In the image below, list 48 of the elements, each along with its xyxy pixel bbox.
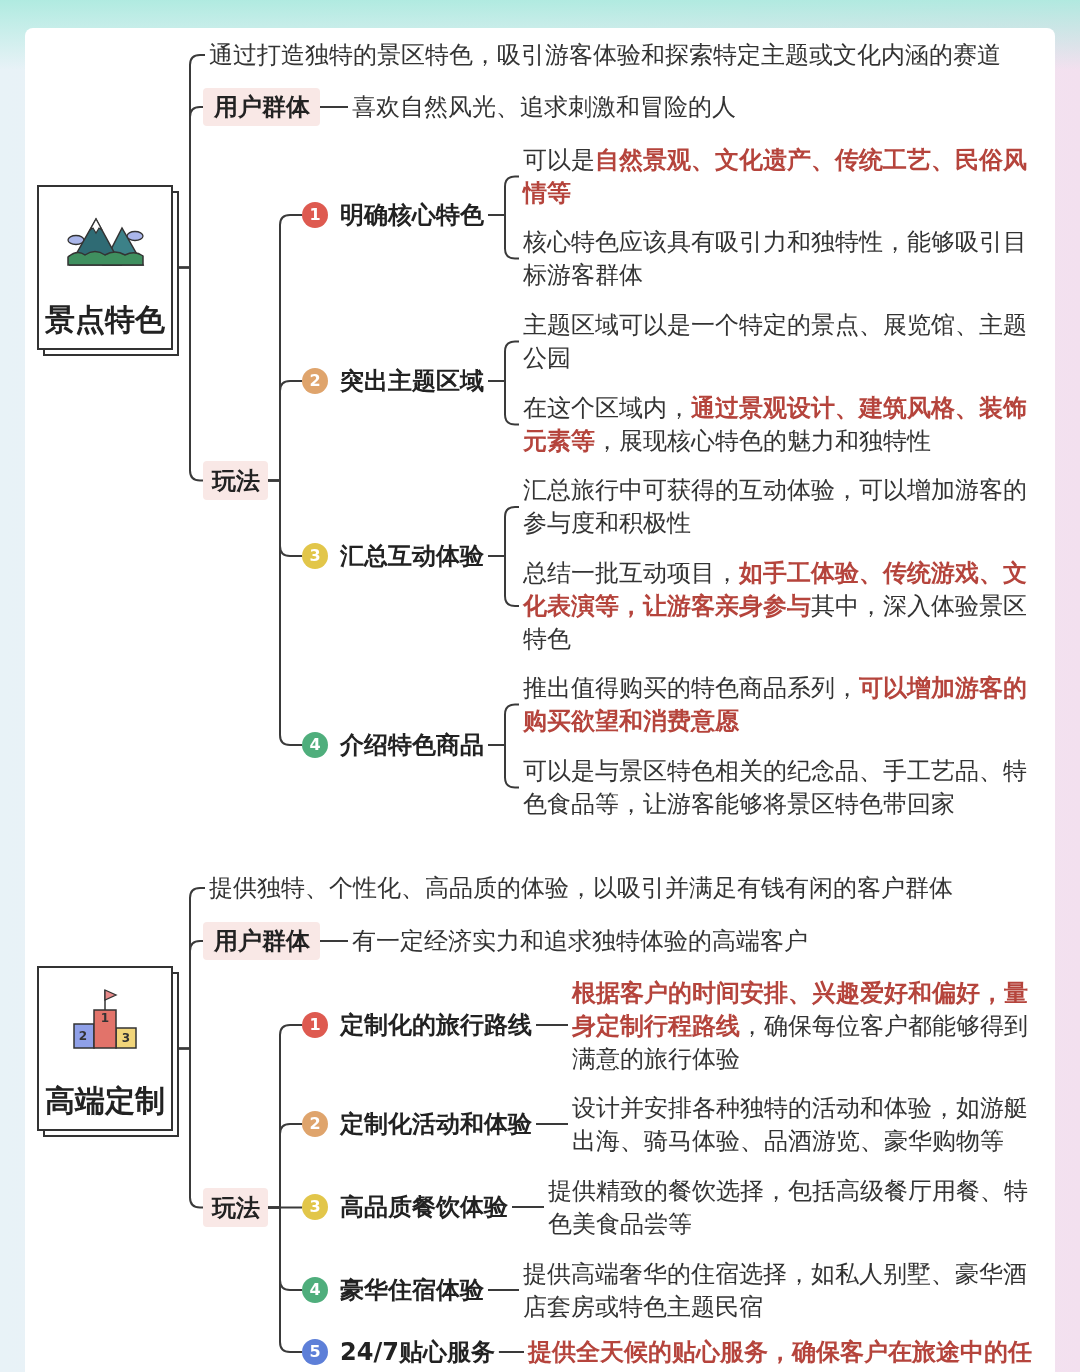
- item-title: 汇总互动体验: [340, 541, 484, 571]
- rank-number: 1: [99, 1011, 111, 1025]
- item-title: 定制化的旅行路线: [340, 1010, 532, 1040]
- description-text: 提供高端奢华的住宿选择，如私人别墅、豪华酒店套房或特色主题民宿: [519, 1257, 1037, 1324]
- topic-title: 高端定制: [44, 1082, 166, 1120]
- connector-line: [511, 1206, 545, 1208]
- item-title: 明确核心特色: [340, 200, 484, 230]
- connector-line: [267, 479, 303, 746]
- summary-text: 提供独特、个性化、高品质的体验，以吸引并满足有钱有闲的客户群体: [205, 871, 953, 905]
- category-tag: 玩法: [203, 1188, 268, 1227]
- item-title: 突出主题区域: [340, 366, 484, 396]
- description-text: 有一定经济实力和追求独特体验的高端客户: [348, 924, 808, 958]
- connector-line: [535, 1123, 569, 1125]
- connector-line: [535, 1024, 569, 1026]
- item-title: 介绍特色商品: [340, 730, 484, 760]
- item-title: 豪华住宿体验: [340, 1275, 484, 1305]
- item-title: 24/7贴心服务: [340, 1337, 495, 1367]
- connector-line: [319, 106, 349, 108]
- connector-line: [319, 940, 349, 942]
- description-text: 设计并安排各种独特的活动和体验，如游艇出海、骑马体验、品酒游览、豪华购物等: [568, 1091, 1038, 1158]
- connector-line: [178, 1047, 204, 1209]
- item-title: 高品质餐饮体验: [340, 1192, 508, 1222]
- rank-number: 2: [77, 1029, 89, 1043]
- description-text: 推出值得购买的特色商品系列，可以增加游客的购买欲望和消费意愿: [519, 671, 1037, 738]
- description-text: 可以是与景区特色相关的纪念品、手工艺品、特色食品等，让游客能够将景区特色带回家: [519, 754, 1037, 821]
- description-text: 可以是自然景观、文化遗产、传统工艺、民俗风情等: [519, 143, 1037, 210]
- connector-line: [178, 266, 204, 482]
- topic-card: [37, 185, 179, 356]
- description-text: 主题区域可以是一个特定的景点、展览馆、主题公园: [519, 308, 1037, 375]
- description-text: 汇总旅行中可获得的互动体验，可以增加游客的参与度和积极性: [519, 474, 1037, 540]
- description-text: 根据客户的时间安排、兴趣爱好和偏好，量身定制行程路线，确保每位客户都能够得到满意的旅行体验: [568, 976, 1038, 1076]
- rank-number: 3: [120, 1031, 132, 1045]
- description-text: 喜欢自然风光、追求刺激和冒险的人: [348, 90, 736, 124]
- summary-text: 通过打造独特的景区特色，吸引游客体验和探索特定主题或文化内涵的赛道: [205, 38, 1001, 72]
- description-text: 提供精致的餐饮选择，包括高级餐厅用餐、特色美食品尝等: [544, 1174, 1038, 1241]
- description-text: 提供全天候的贴心服务，确保客户在旅途中的任: [524, 1335, 1032, 1369]
- topic-title: 景点特色: [44, 301, 166, 339]
- item-title: 定制化活动和体验: [340, 1109, 532, 1139]
- topic-card: [37, 966, 179, 1137]
- category-tag: 用户群体: [203, 922, 320, 960]
- category-tag: 玩法: [203, 461, 268, 500]
- connector-line: [497, 1351, 525, 1353]
- description-text: 在这个区域内，通过景观设计、建筑风格、装饰元素等，展现核心特色的魅力和独特性: [519, 391, 1037, 458]
- category-tag: 用户群体: [203, 88, 320, 126]
- description-text: 总结一批互动项目，如手工体验、传统游戏、文化表演等，让游客亲身参与其中，深入体验景区特色: [519, 556, 1037, 656]
- description-text: 核心特色应该具有吸引力和独特性，能够吸引目标游客群体: [519, 225, 1037, 292]
- connector-line: [267, 1206, 303, 1353]
- connector-line: [487, 1289, 520, 1291]
